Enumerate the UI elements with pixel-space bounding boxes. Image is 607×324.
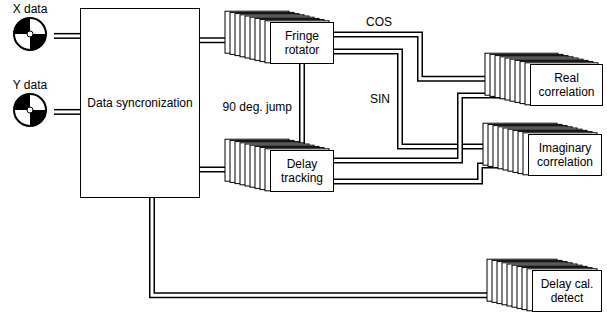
- data-bus: [54, 111, 80, 112]
- node-label: Delay cal. detect: [539, 277, 595, 306]
- bus-core: [152, 198, 532, 295]
- bus-outline: [152, 198, 532, 295]
- tape-reel-icon: [10, 92, 50, 128]
- process-box: Data syncronization: [80, 8, 200, 198]
- node-label: Real correlation: [537, 71, 596, 100]
- node-label: Fringe rotator: [277, 29, 327, 58]
- bus-outline: [54, 109, 80, 115]
- bus-core: [54, 110, 80, 113]
- node-label: Imaginary correlation: [535, 141, 595, 170]
- bus-outline: [299, 64, 305, 150]
- tape-reel: Y data: [6, 78, 54, 131]
- node-label: Y data: [6, 78, 54, 92]
- signal-label: SIN: [368, 92, 392, 106]
- tape-reel: X data: [6, 2, 54, 55]
- signal-label: COS: [364, 15, 394, 29]
- signal-label: 90 deg. jump: [221, 100, 294, 114]
- node-label: Data syncronization: [87, 96, 192, 110]
- tape-reel-icon: [10, 16, 50, 52]
- bus-core: [54, 34, 80, 37]
- node-label: X data: [6, 2, 54, 16]
- process-box: Imaginary correlation: [528, 134, 602, 176]
- data-bus: [54, 35, 80, 36]
- data-bus: [302, 64, 303, 150]
- bus-outline: [54, 33, 80, 39]
- process-box: Delay tracking: [270, 150, 334, 192]
- data-bus: [152, 198, 532, 295]
- process-box: Fringe rotator: [270, 22, 334, 64]
- process-box: Delay cal. detect: [532, 270, 602, 312]
- bus-core: [301, 64, 304, 150]
- process-box: Real correlation: [530, 64, 603, 106]
- node-label: Delay tracking: [277, 157, 327, 186]
